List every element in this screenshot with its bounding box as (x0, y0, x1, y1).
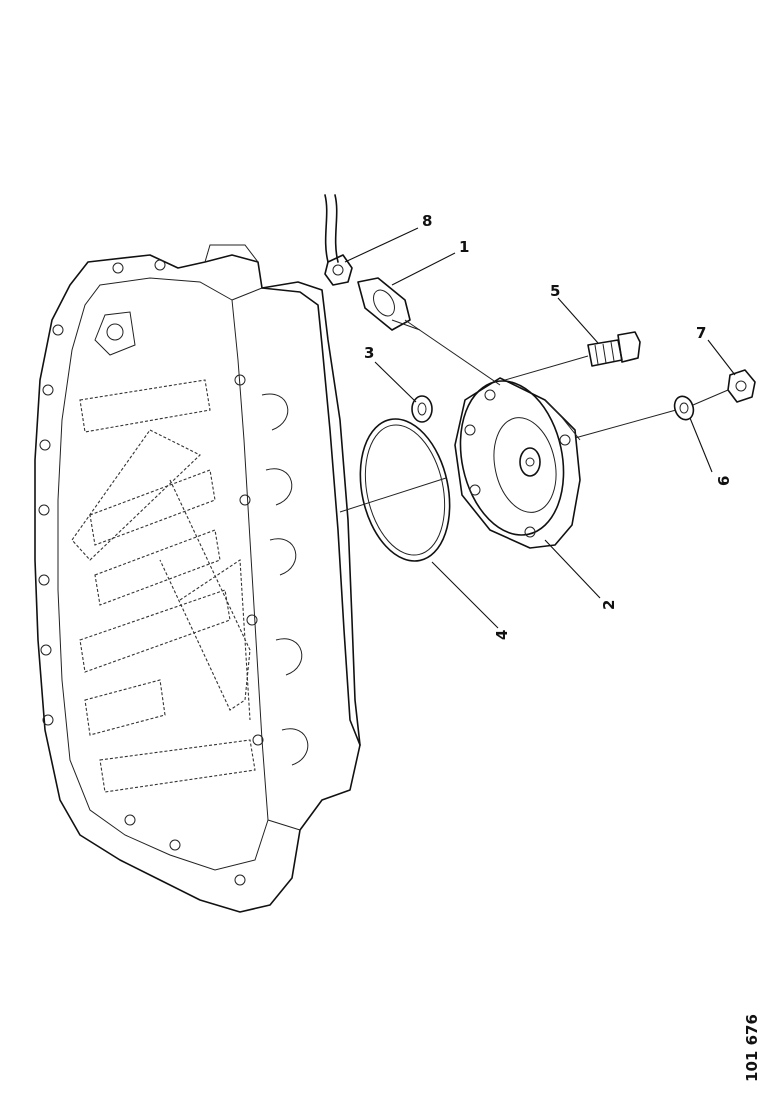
callout-8: 8 (422, 212, 432, 230)
callout-5: 5 (550, 282, 560, 300)
callout-7: 7 (696, 324, 706, 342)
gearbox-housing (34, 244, 361, 913)
flange-bolt-holes (38, 259, 264, 886)
callout-6: 6 (715, 476, 733, 486)
callout-2: 2 (600, 600, 618, 610)
washer-6 (673, 395, 695, 421)
callout-1: 1 (459, 238, 469, 256)
housing-bosses (204, 244, 309, 766)
drawing-number: 101 676 (743, 1014, 761, 1082)
bolt-5 (587, 331, 641, 367)
cover-plate (454, 377, 581, 549)
housing-ribs (71, 311, 256, 793)
assembly-lines (339, 319, 729, 513)
seal-ring (359, 418, 451, 562)
nut-7 (727, 369, 756, 403)
callout-3: 3 (364, 344, 374, 362)
speed-sensor (324, 194, 421, 331)
callouts: 8 1 5 3 7 6 2 4 (364, 212, 733, 640)
leader-lines (344, 227, 736, 629)
callout-4: 4 (493, 630, 511, 640)
washer-3 (411, 395, 433, 423)
sensor-nut (324, 254, 353, 286)
